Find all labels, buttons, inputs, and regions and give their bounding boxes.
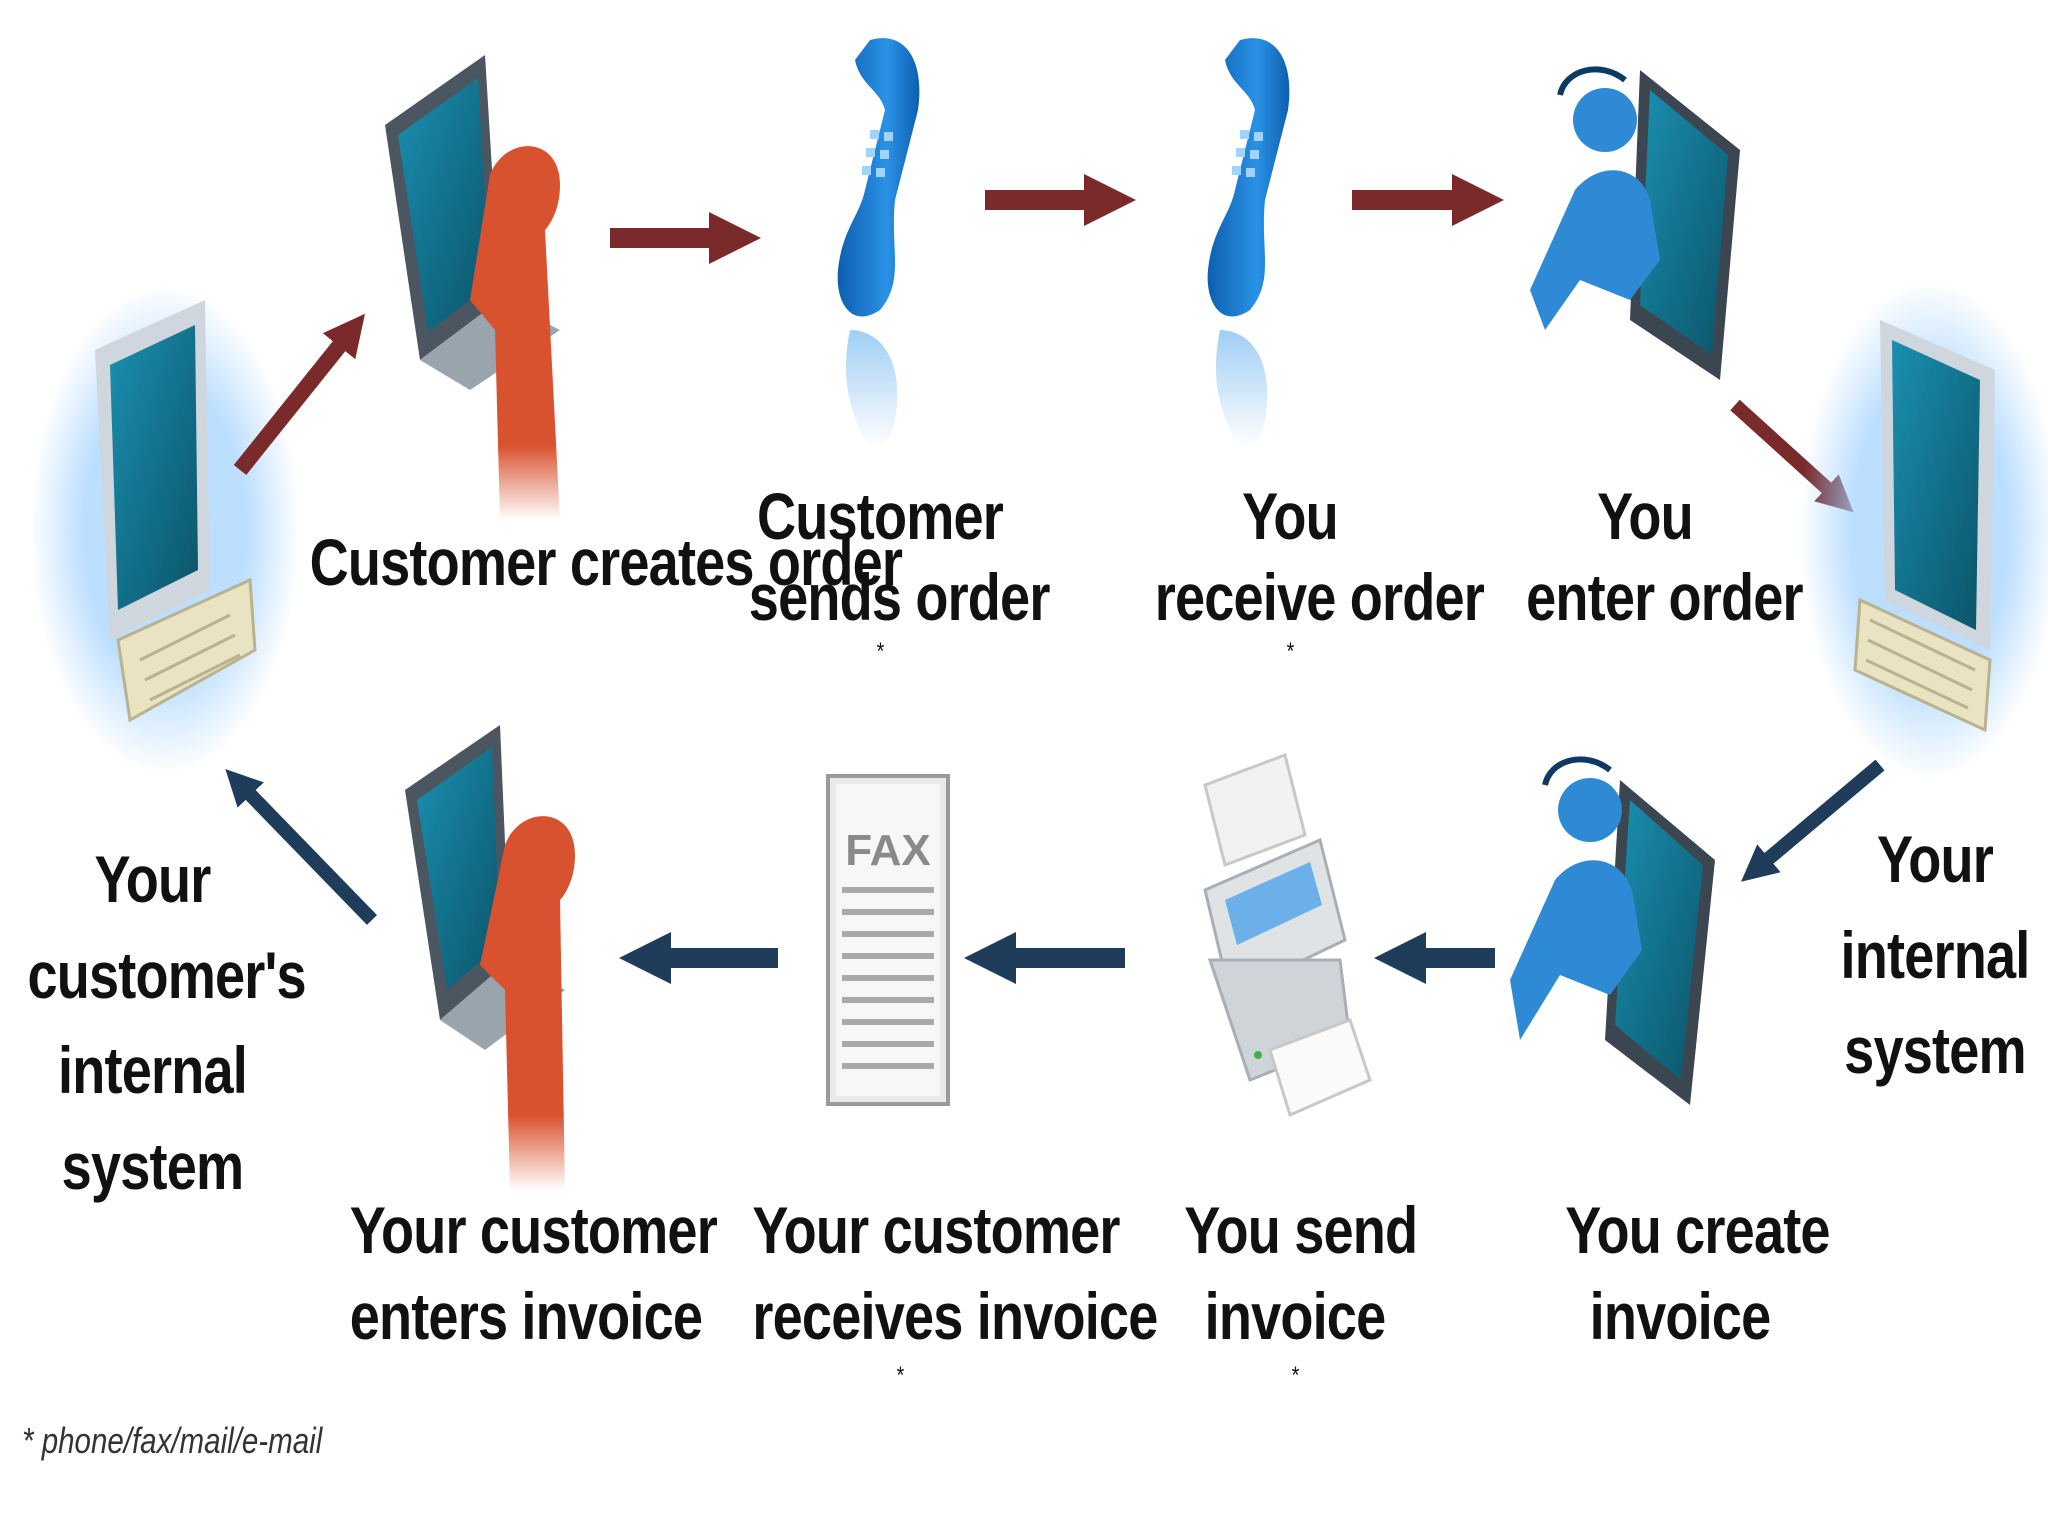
label-customer-enters-invoice: Your customer enters invoice <box>349 1193 718 1353</box>
label-you-create-invoice: You create invoice <box>1565 1193 1830 1353</box>
label-customer-receives-invoice: Your customer receives invoice* <box>752 1193 1158 1389</box>
label-customer-internal-system: Your customer's internal system <box>27 842 306 1204</box>
arrow-invoice-5 <box>225 768 378 925</box>
label-customer-sends-order: Customer sends order* <box>748 479 1051 666</box>
printer-icon <box>1203 753 1372 1118</box>
label-you-send-invoice: You send invoice* <box>1184 1193 1418 1389</box>
phone-icon-receive <box>1207 38 1290 449</box>
footnote: * phone/fax/mail/e-mail <box>22 1420 323 1461</box>
arrow-invoice-1 <box>1741 759 1885 882</box>
fax-document-icon: FAX <box>826 774 950 1106</box>
operator-laptop-icon-invoice <box>1510 756 1715 1105</box>
phone-icon-send <box>837 38 920 449</box>
internal-computer-icon <box>1800 280 2048 780</box>
label-you-receive-order: You receive order* <box>1154 479 1485 666</box>
arrow-order-1 <box>233 313 365 475</box>
customer-laptop-icon <box>385 55 560 520</box>
customer-computer-icon <box>30 285 300 775</box>
label-you-enter-order: You enter order <box>1526 479 1804 634</box>
operator-laptop-icon-order <box>1530 66 1740 380</box>
customer-laptop-icon-invoice <box>405 725 575 1190</box>
label-customer-creates-order: Customer creates order <box>309 525 903 599</box>
fax-label: FAX <box>845 826 931 875</box>
label-your-internal-system: Your internal system <box>1840 822 2031 1088</box>
